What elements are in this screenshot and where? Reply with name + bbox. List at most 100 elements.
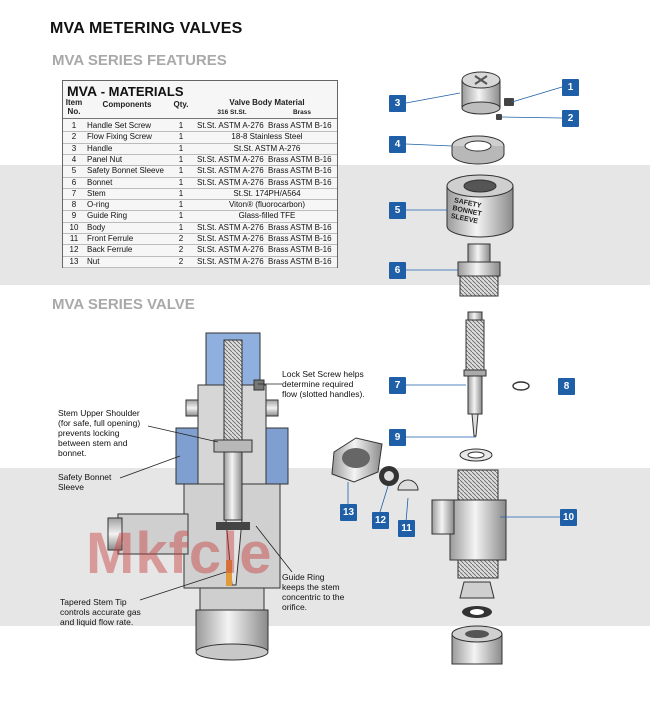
cell-qty: 1 (178, 121, 184, 130)
cell-item-no: 12 (69, 245, 79, 255)
cell-brass-material: Brass ASTM B-16 (268, 245, 332, 255)
header-brass: Brass (292, 109, 312, 116)
note-stem-upper-shoulder: Stem Upper Shoulder(for safe, full openi… (58, 408, 141, 458)
cell-item-no: 5 (71, 166, 77, 176)
cell-item-no: 2 (71, 132, 77, 142)
cell-item-no: 9 (71, 211, 77, 221)
cell-component: Handle Set Screw (87, 121, 152, 130)
callout-8: 8 (558, 378, 575, 395)
cell-qty: 1 (178, 166, 184, 176)
valve-cross-section (107, 332, 289, 661)
row-divider (63, 176, 337, 178)
cell-item-no: 1 (71, 121, 77, 130)
cell-qty: 1 (178, 132, 184, 142)
cell-component: Flow Fixing Screw (87, 132, 152, 142)
cell-component: Handle (87, 143, 113, 153)
callout-9: 9 (389, 429, 406, 446)
callout-5: 5 (389, 202, 406, 219)
header-components: Components (102, 100, 152, 109)
row-divider (63, 153, 337, 155)
cell-qty: 2 (178, 245, 184, 255)
cell-ss-material: St.St. ASTM A-276 (197, 121, 264, 130)
cell-component: Bonnet (87, 177, 113, 187)
features-heading: MVA SERIES FEATURES (52, 52, 227, 69)
cell-ss-material: St.St. ASTM A-276 (197, 177, 264, 187)
row-divider (63, 255, 337, 257)
callout-2: 2 (562, 110, 579, 127)
cell-qty: 1 (178, 188, 184, 198)
cell-brass-material: Brass ASTM B-16 (268, 222, 332, 232)
cell-component: O-ring (87, 200, 110, 210)
cell-item-no: 10 (69, 222, 79, 232)
cell-brass-material: Brass ASTM B-16 (268, 154, 332, 164)
row-divider (63, 165, 337, 167)
table-row: 12 Back Ferrule 2 St.St. ASTM A-276 Brass AS… (63, 244, 337, 255)
cell-brass-material: Brass ASTM B-16 (268, 256, 332, 266)
cell-ss-material: St.St. ASTM A-276 (197, 245, 264, 255)
callout-6: 6 (389, 262, 406, 279)
table-row: 6 Bonnet 1 St.St. ASTM A-276 Brass ASTM B-16 (63, 177, 337, 188)
row-divider (63, 244, 337, 246)
cell-ss-material: St.St. ASTM A-276 (197, 154, 264, 164)
materials-table: MVA - MATERIALS Item No. Components Qty.… (62, 80, 338, 268)
cell-component: Front Ferrule (87, 234, 134, 243)
row-divider (63, 266, 337, 268)
callout-4: 4 (389, 136, 406, 153)
cell-material: Glass-filled TFE (238, 211, 296, 221)
cell-qty: 1 (178, 177, 184, 187)
table-row: 5 Safety Bonnet Sleeve 1 St.St. ASTM A-276 B… (63, 165, 337, 176)
row-divider (63, 142, 337, 144)
cell-component: Back Ferrule (87, 245, 133, 255)
row-divider (63, 221, 337, 223)
cell-brass-material: Brass ASTM B-16 (268, 121, 332, 130)
cell-qty: 1 (178, 200, 184, 210)
cell-qty: 2 (178, 234, 184, 243)
cell-qty: 2 (178, 256, 184, 266)
leader-lines-left (119, 383, 293, 601)
cell-item-no: 6 (71, 177, 77, 187)
cell-component: Safety Bonnet Sleeve (87, 166, 164, 176)
cell-brass-material: Brass ASTM B-16 (268, 177, 332, 187)
callout-7: 7 (389, 377, 406, 394)
materials-table-title: MVA - MATERIALS (67, 83, 184, 99)
callout-11: 11 (398, 520, 415, 537)
row-divider (63, 199, 337, 201)
cell-ss-material: St.St. ASTM A-276 (197, 166, 264, 176)
cell-item-no: 7 (71, 188, 77, 198)
watermark: Mkfcle (86, 521, 273, 586)
header-divider (63, 118, 337, 119)
header-qty: Qty. (173, 100, 189, 109)
row-divider (63, 210, 337, 212)
callout-1: 1 (562, 79, 579, 96)
cell-item-no: 8 (71, 200, 77, 210)
cell-ss-material: St.St. ASTM A-276 (197, 222, 264, 232)
cell-ss-material: St.St. ASTM A-276 (197, 234, 264, 243)
cell-component: Guide Ring (87, 211, 128, 221)
header-item: Item (65, 98, 83, 107)
cell-qty: 1 (178, 143, 184, 153)
cell-brass-material: Brass ASTM B-16 (268, 234, 332, 243)
cell-brass-material: Brass ASTM B-16 (268, 166, 332, 176)
cell-component: Panel Nut (87, 154, 123, 164)
cell-material: 18-8 Stainless Steel (231, 132, 303, 142)
header-body-material: Valve Body Material (229, 98, 305, 107)
header-no: No. (67, 107, 81, 116)
header-ss: 316 St.St. (217, 109, 247, 116)
valve-heading: MVA SERIES VALVE (52, 296, 195, 313)
cell-component: Nut (87, 256, 100, 266)
cell-ss-material: St.St. ASTM A-276 (197, 256, 264, 266)
leader-lines-right (347, 86, 563, 523)
callout-13: 13 (340, 504, 357, 521)
row-divider (63, 187, 337, 189)
callout-3: 3 (389, 95, 406, 112)
cell-material: St.St. 174PH/A564 (233, 188, 301, 198)
